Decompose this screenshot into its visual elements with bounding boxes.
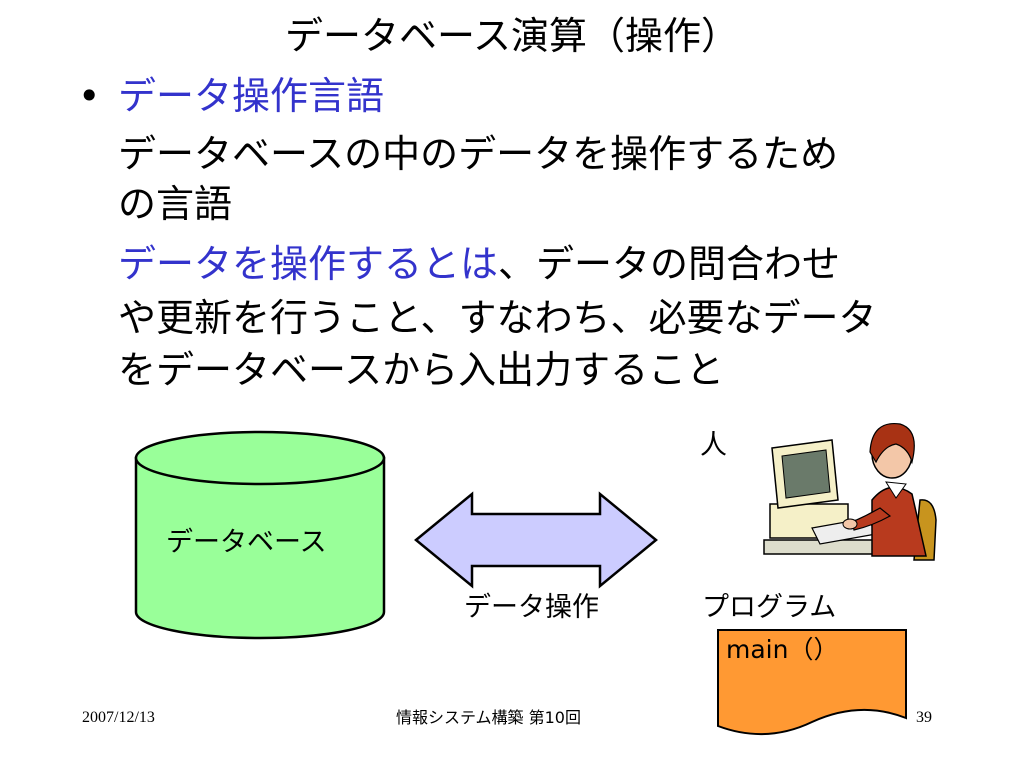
program-label: プログラム bbox=[702, 592, 837, 623]
body-line-3-rest: 、データの問合わせ bbox=[498, 242, 841, 286]
database-label: データベース bbox=[166, 527, 327, 558]
program-document-shape bbox=[717, 629, 907, 736]
footer-course-title: 情報システム構築 第10回 bbox=[396, 708, 581, 727]
body-line-5: をデータベースから入出力すること bbox=[118, 348, 725, 392]
footer-page-number: 39 bbox=[916, 709, 932, 726]
bidirectional-arrow bbox=[414, 491, 658, 589]
database-cylinder bbox=[134, 430, 386, 640]
body-line-2: の言語 bbox=[118, 182, 233, 226]
body-line-1: データベースの中のデータを操作するため bbox=[118, 132, 839, 176]
program-code-text: main（） bbox=[726, 635, 839, 664]
body-line-4: や更新を行うこと、すなわち、必要なデータ bbox=[118, 296, 877, 340]
body-line-3: データを操作するとは、データの問合わせ bbox=[118, 240, 840, 288]
bullet-marker: • bbox=[78, 74, 101, 118]
data-operation-label: データ操作 bbox=[464, 592, 599, 623]
bullet-heading: データ操作言語 bbox=[118, 74, 385, 118]
footer-date: 2007/12/13 bbox=[82, 709, 155, 726]
person-at-computer-icon bbox=[763, 422, 937, 561]
slide-title: データベース演算（操作） bbox=[284, 14, 740, 58]
body-line-3-highlight: データを操作するとは bbox=[118, 242, 499, 286]
person-label: 人 bbox=[700, 430, 727, 461]
